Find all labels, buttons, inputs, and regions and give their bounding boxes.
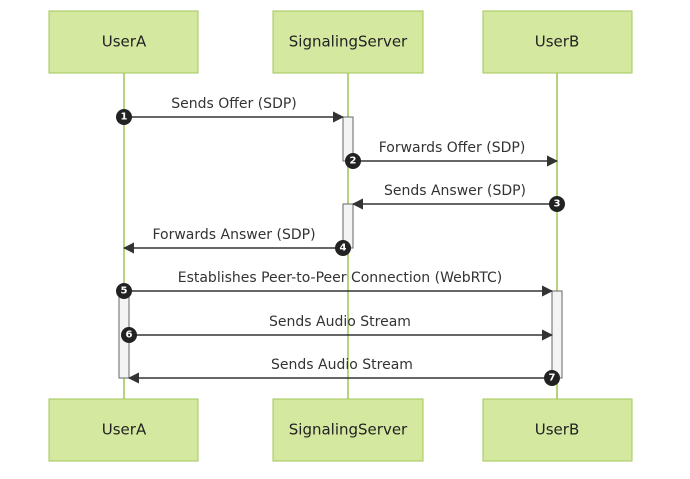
- sequence-number-7: 7: [549, 373, 556, 384]
- sequence-number-badge-6: [121, 327, 137, 343]
- actor-signalingserver-top: SignalingServer: [272, 10, 424, 74]
- message-3-label: Sends Answer (SDP): [384, 183, 526, 199]
- sequence-number-badge-5: [116, 283, 132, 299]
- message-1-label: Sends Offer (SDP): [171, 96, 297, 112]
- actor-usera-top: UserA: [48, 10, 199, 74]
- message-5-label: Establishes Peer-to-Peer Connection (Web…: [178, 270, 503, 286]
- sequence-number-4: 4: [340, 243, 347, 254]
- actor-usera-bottom: UserA: [48, 398, 199, 462]
- sequence-number-badge-3: [549, 196, 565, 212]
- actor-signalingserver-bottom-label: SignalingServer: [289, 421, 408, 439]
- actor-usera-bottom-label: UserA: [102, 421, 147, 439]
- message-7: Sends Audio Stream 7: [127, 357, 560, 386]
- sequence-number-1: 1: [121, 112, 128, 123]
- message-2: Forwards Offer (SDP) 2: [345, 140, 559, 169]
- message-5: Establishes Peer-to-Peer Connection (Web…: [116, 270, 554, 299]
- sequence-number-5: 5: [121, 286, 128, 297]
- actor-usera-top-label: UserA: [102, 33, 147, 51]
- sequence-number-2: 2: [350, 156, 357, 167]
- actor-userb-bottom: UserB: [482, 398, 633, 462]
- message-4: Forwards Answer (SDP) 4: [122, 227, 351, 256]
- message-1: Sends Offer (SDP) 1: [116, 96, 345, 125]
- message-7-label: Sends Audio Stream: [271, 357, 413, 373]
- message-2-label: Forwards Offer (SDP): [379, 140, 526, 156]
- message-6: Sends Audio Stream 6: [121, 314, 554, 343]
- sequence-number-badge-7: [544, 370, 560, 386]
- actor-userb-bottom-label: UserB: [535, 421, 579, 439]
- sequence-number-6: 6: [126, 330, 133, 341]
- message-4-label: Forwards Answer (SDP): [152, 227, 315, 243]
- message-6-label: Sends Audio Stream: [269, 314, 411, 330]
- sequence-number-3: 3: [554, 199, 561, 210]
- sequence-number-badge-4: [335, 240, 351, 256]
- actor-userb-top: UserB: [482, 10, 633, 74]
- actor-userb-top-label: UserB: [535, 33, 579, 51]
- actor-signalingserver-bottom: SignalingServer: [272, 398, 424, 462]
- sequence-number-badge-1: [116, 109, 132, 125]
- actor-signalingserver-top-label: SignalingServer: [289, 33, 408, 51]
- message-3: Sends Answer (SDP) 3: [351, 183, 565, 212]
- activation-bar-userb: [551, 290, 563, 379]
- sequence-number-badge-2: [345, 153, 361, 169]
